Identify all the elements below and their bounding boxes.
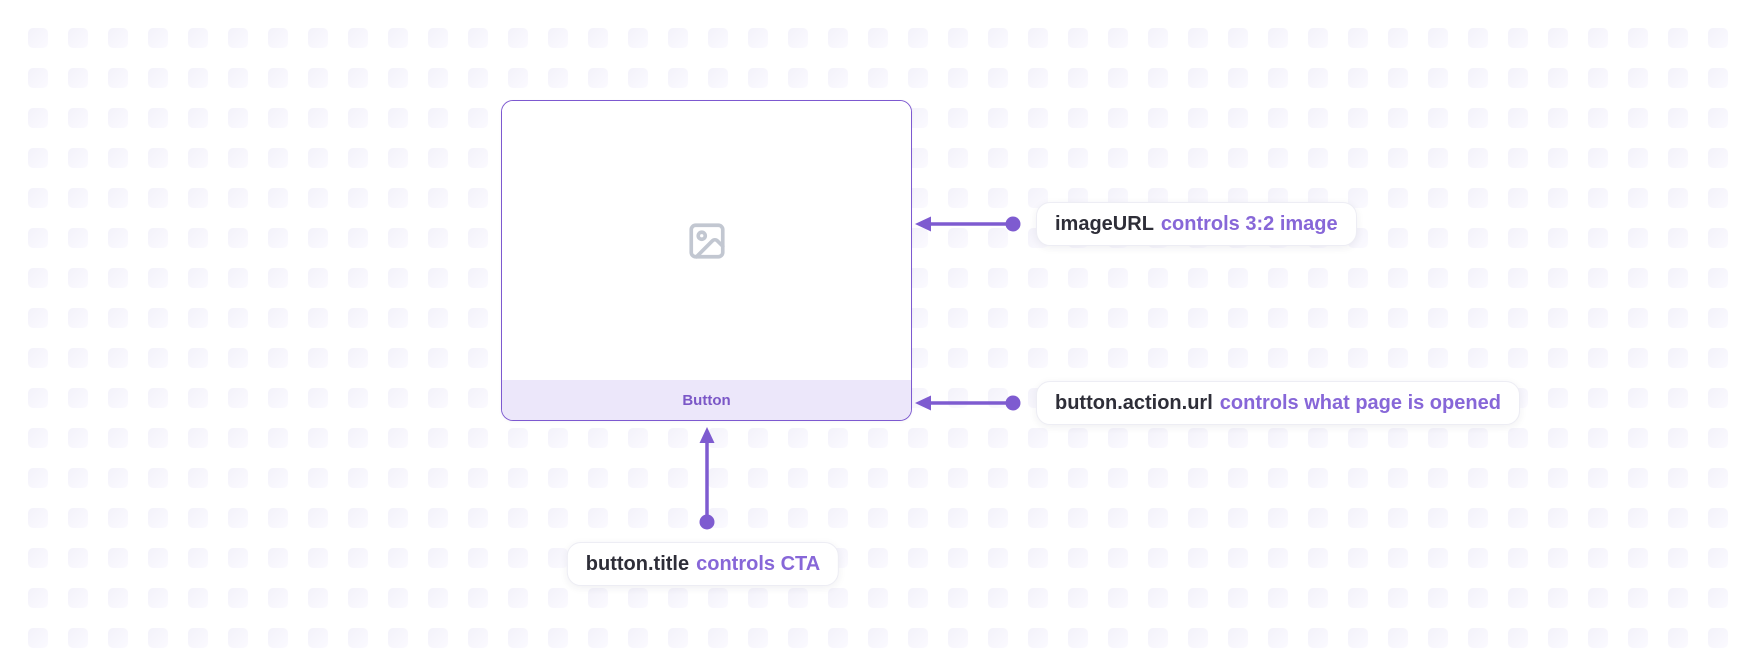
image-icon	[688, 222, 725, 259]
annotation-button-action-url-property: button.action.url	[1055, 392, 1213, 414]
annotation-image-url-property: imageURL	[1055, 213, 1154, 235]
annotation-button-action-url: button.action.url controls what page is …	[1036, 381, 1520, 425]
annotation-button-action-url-description: controls what page is opened	[1219, 392, 1501, 414]
card-preview: Button	[501, 100, 912, 421]
annotation-button-title-description: controls CTA	[696, 553, 821, 575]
arrow-image-url	[915, 216, 1021, 232]
annotation-image-url: imageURL controls 3:2 image	[1036, 202, 1357, 246]
annotation-button-title-property: button.title	[585, 553, 690, 575]
arrow-button-title	[699, 427, 715, 530]
arrow-button-action-url	[915, 395, 1021, 411]
card-button[interactable]: Button	[502, 380, 911, 420]
annotation-image-url-description: controls 3:2 image	[1160, 213, 1338, 235]
image-placeholder-area	[502, 101, 911, 380]
annotation-button-title: button.title controls CTA	[566, 542, 840, 586]
card-button-label: Button	[682, 391, 731, 409]
